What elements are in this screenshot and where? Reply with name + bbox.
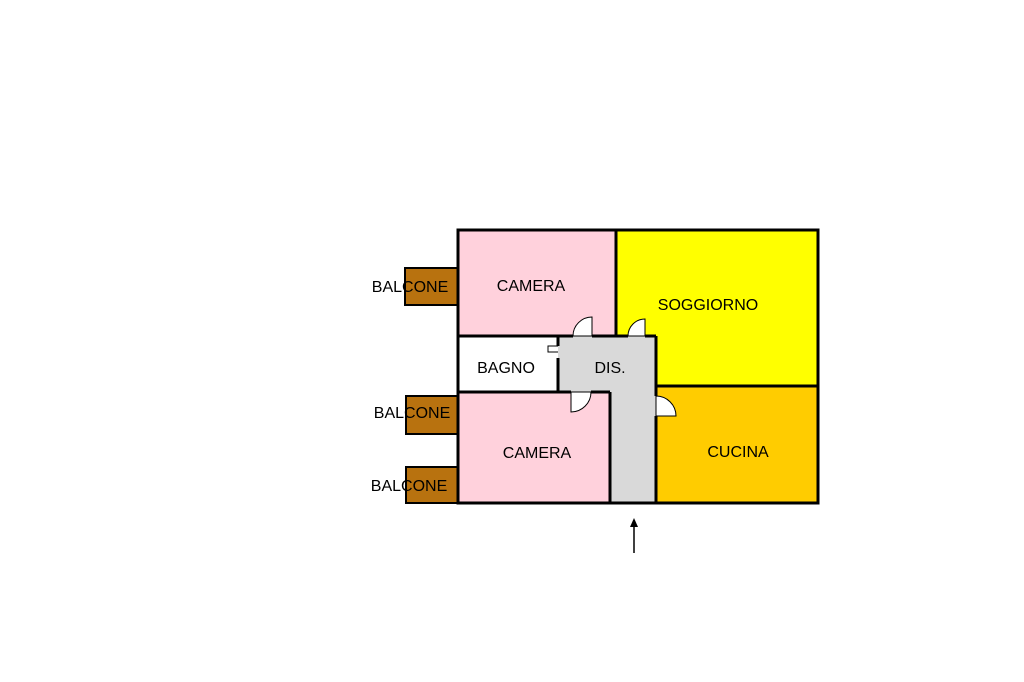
balcony-top — [404, 267, 459, 306]
doors — [547, 316, 677, 417]
room-cucina — [656, 386, 818, 503]
label-camera-bottom: CAMERA — [503, 445, 572, 462]
door-soggiorno — [627, 318, 646, 337]
label-cucina: CUCINA — [707, 444, 769, 461]
room-camera-bottom — [458, 392, 610, 503]
label-balcone-middle: BALCONE — [374, 405, 450, 422]
door-camera-bottom — [570, 391, 592, 413]
outer-wall — [456, 228, 820, 505]
up-arrow-icon — [630, 518, 638, 553]
door-camera-top — [572, 316, 593, 337]
room-dis — [558, 336, 656, 503]
label-bagno: BAGNO — [477, 360, 535, 377]
door-bagno — [547, 345, 558, 353]
balcony-middle — [405, 395, 459, 435]
label-camera-top: CAMERA — [497, 278, 566, 295]
label-dis: DIS. — [594, 360, 625, 377]
room-bagno — [458, 336, 558, 392]
label-balcone-top: BALCONE — [372, 279, 448, 296]
walls — [456, 228, 820, 505]
label-soggiorno: SOGGIORNO — [658, 297, 758, 314]
door-cucina — [655, 395, 677, 417]
label-balcone-bottom: BALCONE — [371, 478, 447, 495]
balcony-bottom — [405, 466, 459, 504]
